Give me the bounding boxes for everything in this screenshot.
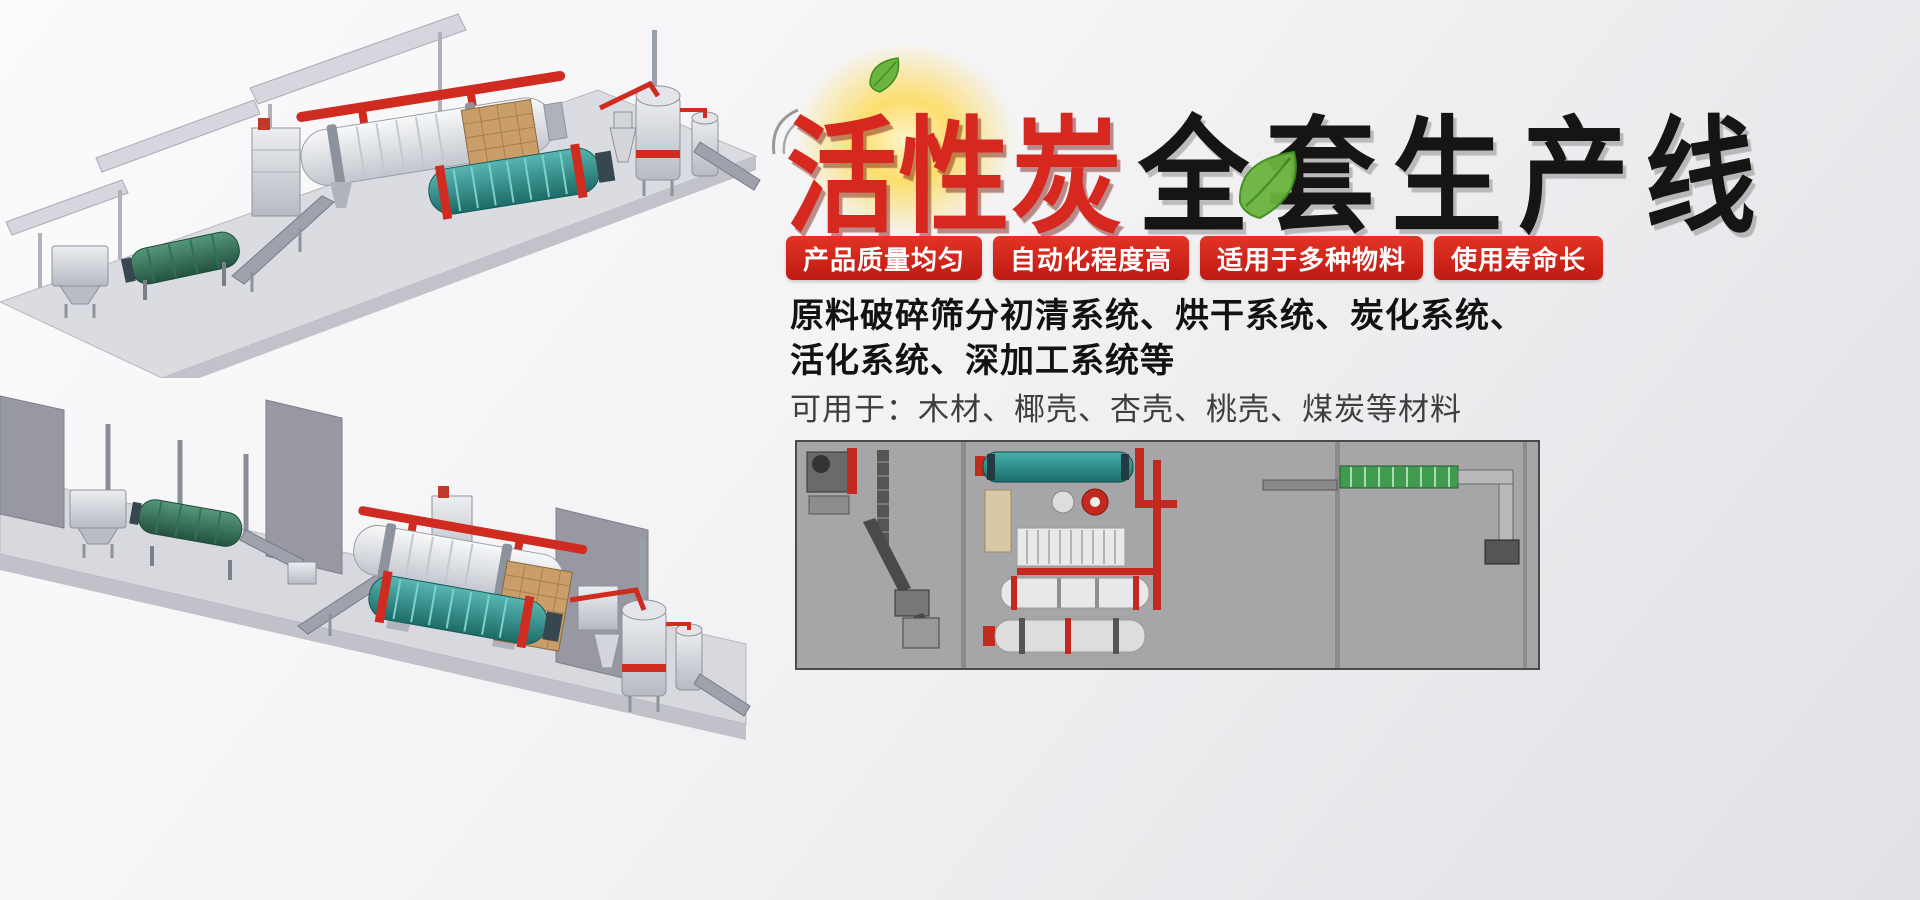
rotary-drums-topview (983, 576, 1150, 654)
tank-cluster (569, 538, 703, 712)
title-black: 全套生产线 (1138, 110, 1772, 249)
content-column: 活性炭全套生产线 产品质量均匀 自动化程度高 适用于多种物料 使用寿命长 原料破… (750, 0, 1920, 900)
swoosh-decoration (772, 108, 807, 155)
red-piping-topview (1017, 448, 1177, 610)
production-line-scene-bottom-svg (0, 395, 751, 740)
canopy-panels (5, 13, 467, 236)
activation-drum (368, 570, 563, 649)
leaf-icon (869, 57, 900, 93)
page-title: 活性炭全套生产线 (786, 76, 1772, 258)
activation-drum (428, 143, 616, 220)
systems-description: 原料破碎筛分初清系统、烘干系统、炭化系统、 活化系统、深加工系统等 (790, 294, 1525, 384)
crusher-cluster-topview (806, 448, 940, 649)
feed-hopper (69, 489, 127, 558)
production-line-scene-top-svg (0, 13, 761, 378)
screening-drum (129, 499, 243, 547)
discharge-conveyor (693, 673, 751, 717)
screening-drum (120, 231, 240, 285)
production-line-3d-render-lower (0, 378, 752, 900)
systems-description-line1: 原料破碎筛分初清系统、烘干系统、炭化系统、 (790, 297, 1525, 335)
plate-section-topview (1016, 527, 1126, 567)
systems-description-line2: 活化系统、深加工系统等 (790, 341, 1175, 380)
wall-dividers (961, 442, 1527, 668)
feed-hopper (51, 245, 109, 318)
wall-panels (0, 395, 649, 685)
filter-cabinet (251, 118, 301, 217)
title-red: 活性炭 (786, 110, 1124, 249)
leaf-icon (1238, 150, 1297, 220)
teal-drum-topview (975, 451, 1134, 483)
tank-cluster (598, 30, 719, 196)
plant-layout-diagram-svg (795, 440, 1540, 670)
production-line-3d-render-upper (0, 0, 780, 378)
feature-badge: 产品质量均匀 (786, 236, 983, 280)
feature-badge: 使用寿命长 (1434, 236, 1604, 280)
packing-conveyors-topview (1262, 465, 1520, 565)
feature-badge: 自动化程度高 (993, 236, 1190, 280)
brick-structure-topview (984, 489, 1012, 553)
inclined-conveyor (231, 195, 335, 292)
feature-badge: 适用于多种物料 (1200, 236, 1424, 280)
materials-description: 可用于：木材、椰壳、杏壳、桃壳、煤炭等材料 (790, 392, 1462, 427)
vibrating-screen (239, 529, 317, 585)
production-line-top-view-layout (795, 440, 1540, 670)
feature-badges: 产品质量均匀 自动化程度高 适用于多种物料 使用寿命长 (786, 236, 1604, 280)
